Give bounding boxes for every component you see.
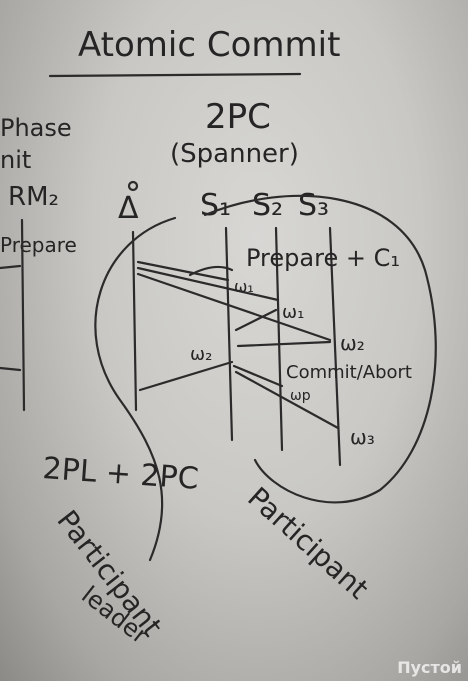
left-timeline — [20, 218, 26, 412]
w3-label: ω₃ — [350, 425, 375, 449]
msg-commit-s2 — [232, 364, 284, 388]
protocol-label: 2PC — [205, 97, 271, 137]
left-arrow-2 — [0, 366, 22, 372]
msg-commit-coordinator — [138, 360, 234, 392]
title-text: Atomic Commit — [78, 25, 340, 65]
timeline-coordinator — [131, 230, 138, 412]
w1-label-a: ω₁ — [234, 277, 254, 296]
msg-prepare-s3 — [136, 272, 332, 342]
timeline-s2 — [274, 226, 284, 452]
left-heading-2: nit — [0, 146, 31, 174]
w2-left-label: ω₂ — [190, 344, 212, 365]
bottom-title: 2PL + 2PC — [41, 451, 199, 497]
left-rm-label: RM₂ — [8, 182, 59, 212]
timeline-s1 — [224, 226, 234, 442]
server-label-2: S₂ — [252, 188, 283, 223]
prepare-label: Prepare + C₁ — [246, 244, 400, 272]
participant-loop — [203, 194, 437, 504]
msg-reply-s2 — [234, 308, 278, 332]
leader-loop — [94, 216, 177, 562]
prepare-curl — [188, 265, 234, 277]
timeline-s3 — [328, 226, 342, 467]
watermark-text: Пустой — [397, 658, 462, 677]
server-label-1: S₁ — [200, 188, 231, 223]
left-arrow-1 — [0, 264, 22, 270]
msg-reply-s3 — [236, 340, 332, 348]
left-heading: Phase — [0, 114, 72, 142]
coordinator-head — [127, 180, 139, 192]
title-underline — [48, 72, 302, 78]
msg-prepare-s2 — [136, 266, 280, 302]
wp-label: ωp — [290, 388, 311, 404]
protocol-sub-label: (Spanner) — [170, 139, 299, 169]
coordinator-symbol: Δ — [118, 191, 139, 226]
server-label-3: S₃ — [298, 188, 329, 223]
w2-right-label: ω₂ — [340, 331, 365, 355]
left-prepare-label: Prepare — [0, 233, 77, 257]
msg-prepare-s1 — [136, 260, 230, 282]
msg-commit-s3 — [234, 370, 340, 430]
commit-label: Commit/Abort — [286, 362, 412, 383]
w1-label-b: ω₁ — [282, 302, 304, 323]
